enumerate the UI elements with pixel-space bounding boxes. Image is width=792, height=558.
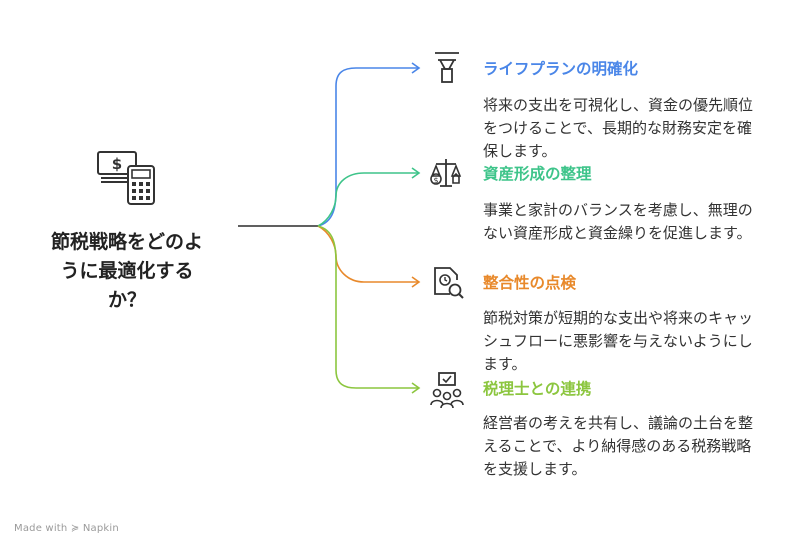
branch-description-4: 経営者の考えを共有し、議論の土台を整えることで、より納得感のある税務戦略を支援し… [483, 414, 754, 478]
funnel-icon [435, 52, 459, 83]
money-calculator-icon: $ [97, 151, 155, 205]
document-search-icon [434, 267, 464, 299]
branch-title-4: 税理士との連携 [483, 380, 592, 398]
team-meeting-icon [430, 372, 464, 409]
branch-line-2 [317, 172, 418, 227]
arrowhead-3 [411, 276, 421, 288]
footer-attribution: Made with ≽ Napkin [14, 523, 119, 534]
branch-title-2: 資産形成の整理 [483, 165, 592, 183]
arrowhead-4 [411, 382, 421, 394]
central-question-line-3: か？ [107, 289, 146, 311]
brand-name: Napkin [82, 523, 119, 534]
branch-line-1 [317, 67, 418, 227]
branch-description-1: 将来の支出を可視化し、資金の優先順位をつけることで、長期的な財務安定を確保します… [483, 96, 754, 160]
central-question-line-2: うに最適化する [60, 260, 194, 282]
made-with-label: Made with [14, 523, 68, 534]
central-question-line-1: 節税戦略をどのよ [50, 231, 203, 253]
branch-line-4 [317, 225, 418, 389]
arrowhead-1 [411, 62, 421, 74]
central-question: 節税戦略をどのよ うに最適化する か？ [22, 228, 232, 315]
branch-title-1: ライフプランの明確化 [483, 60, 639, 78]
arrowhead-2 [411, 167, 421, 179]
branch-title-3: 整合性の点検 [483, 274, 577, 292]
branch-line-3 [317, 225, 418, 283]
napkin-logo-icon: ≽ [70, 523, 80, 534]
svg-text:$: $ [112, 155, 122, 173]
svg-text:$: $ [433, 176, 438, 185]
branch-description-2: 事業と家計のバランスを考慮し、無理のない資産形成と資金繰りを促進します。 [483, 201, 753, 242]
branch-description-3: 節税対策が短期的な支出や将来のキャッシュフローに悪影響を与えないようにします。 [483, 309, 754, 373]
money-scale-icon: $ [430, 159, 462, 187]
